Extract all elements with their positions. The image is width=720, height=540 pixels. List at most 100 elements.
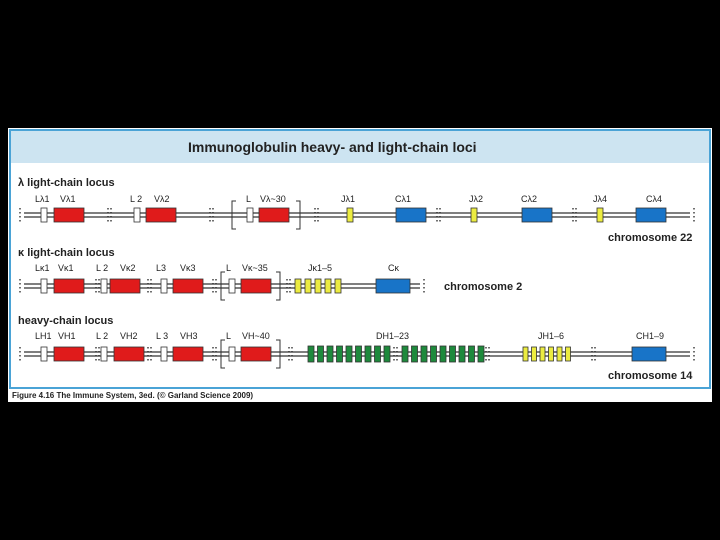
heavy-label-L: L [226, 331, 231, 341]
figure-panel: Immunoglobulin heavy- and light-chain lo… [8, 128, 712, 402]
kappa-V3-segment [172, 278, 204, 294]
heavy-label-V2: VH2 [120, 331, 138, 341]
lambda-L30-segment [246, 207, 254, 223]
heavy-D-segment-b2 [411, 345, 418, 363]
lambda-chromosome-label: chromosome 22 [608, 232, 692, 244]
heavy-label-J1-6: JH1–6 [538, 331, 564, 341]
heavy-L3-segment [160, 346, 168, 362]
lambda-bracket-left [231, 200, 236, 230]
kappa-label-V1: Vκ1 [58, 263, 74, 273]
heavy-locus-label: heavy-chain locus [18, 315, 113, 327]
lambda-label-C2: Cλ2 [521, 194, 537, 204]
heavy-D-segment-a9 [383, 345, 391, 363]
lambda-locus-label: λ light-chain locus [18, 177, 115, 189]
kappa-J5-segment [334, 278, 342, 294]
lambda-label-C4: Cλ4 [646, 194, 662, 204]
lambda-label-J4: Jλ4 [593, 194, 607, 204]
heavy-V3-segment [172, 346, 204, 362]
heavy-D-segment-b1 [401, 345, 409, 363]
kappa-label-J1-5: Jκ1–5 [308, 263, 332, 273]
kappa-J2-segment [304, 278, 312, 294]
lambda-C1-segment [395, 207, 427, 223]
heavy-label-L2: L 2 [96, 331, 108, 341]
kappa-label-C: Cκ [388, 263, 399, 273]
kappa-L3-segment [160, 278, 168, 294]
lambda-J2-segment [470, 207, 478, 223]
heavy-label-V3: VH3 [180, 331, 198, 341]
heavy-D-segment-a5 [345, 345, 353, 363]
kappa-label-L3: L3 [156, 263, 166, 273]
lambda-V2-segment [145, 207, 177, 223]
heavy-L1-segment [40, 346, 48, 362]
lambda-label-V2: Vλ2 [154, 194, 170, 204]
kappa-label-V2: Vκ2 [120, 263, 136, 273]
heavy-label-V1: VH1 [58, 331, 76, 341]
heavy-J4-segment [548, 346, 554, 362]
kappa-V2-segment [109, 278, 141, 294]
heavy-V40-segment [240, 346, 272, 362]
lambda-L1-segment [40, 207, 48, 223]
title-band [11, 131, 709, 163]
kappa-bracket-right [276, 271, 281, 301]
heavy-V2-segment [113, 346, 145, 362]
kappa-label-V3: Vκ3 [180, 263, 196, 273]
lambda-C2-segment [521, 207, 553, 223]
lambda-V1-segment [53, 207, 85, 223]
heavy-D-segment-b4 [430, 345, 437, 363]
heavy-L40-segment [228, 346, 236, 362]
heavy-D-segment-b6 [449, 345, 456, 363]
kappa-chromosome-label: chromosome 2 [444, 281, 522, 293]
figure-caption: Figure 4.16 The Immune System, 3ed. (© G… [12, 391, 253, 400]
kappa-J4-segment [324, 278, 332, 294]
lambda-label-V30: Vλ~30 [260, 194, 286, 204]
heavy-bracket-left [220, 339, 225, 369]
heavy-D-segment-a4 [336, 345, 343, 363]
lambda-L2-segment [133, 207, 141, 223]
figure-title: Immunoglobulin heavy- and light-chain lo… [188, 139, 477, 155]
heavy-J5-segment [556, 346, 563, 362]
heavy-V1-segment [53, 346, 85, 362]
kappa-label-L: L [226, 263, 231, 273]
lambda-J1-segment [346, 207, 354, 223]
kappa-L2-segment [100, 278, 108, 294]
kappa-V35-segment [240, 278, 272, 294]
lambda-bracket-right [296, 200, 301, 230]
heavy-label-V40: VH~40 [242, 331, 270, 341]
heavy-J2-segment [531, 346, 537, 362]
lambda-label-L2: L 2 [130, 194, 142, 204]
lambda-J4-segment [596, 207, 604, 223]
heavy-D-segment-b9 [477, 345, 485, 363]
heavy-D-segment-a6 [355, 345, 362, 363]
heavy-D-segment-b8 [468, 345, 475, 363]
heavy-D-segment-b5 [439, 345, 447, 363]
heavy-D-segment-a2 [317, 345, 324, 363]
heavy-D-segment-a1 [307, 345, 315, 363]
loci-diagram: Immunoglobulin heavy- and light-chain lo… [9, 129, 711, 400]
lambda-label-J1: Jλ1 [341, 194, 355, 204]
heavy-J3-segment [539, 346, 546, 362]
heavy-C-segment [631, 346, 667, 362]
heavy-chromosome-label: chromosome 14 [608, 370, 693, 382]
heavy-label-D1-23: DH1–23 [376, 331, 409, 341]
heavy-D-segment-b7 [458, 345, 466, 363]
figure-border [9, 129, 711, 389]
heavy-D-segment-a3 [326, 345, 334, 363]
heavy-bracket-right [276, 339, 281, 369]
lambda-label-L: L [246, 194, 251, 204]
heavy-D-segment-a7 [364, 345, 372, 363]
heavy-L2-segment [100, 346, 108, 362]
heavy-label-C1-9: CH1–9 [636, 331, 664, 341]
kappa-L35-segment [228, 278, 236, 294]
kappa-label-L2: L 2 [96, 263, 108, 273]
heavy-D-segment-b3 [420, 345, 428, 363]
heavy-label-L1: LH1 [35, 331, 52, 341]
kappa-J3-segment [314, 278, 322, 294]
kappa-J1-segment [294, 278, 302, 294]
lambda-label-L1: Lλ1 [35, 194, 50, 204]
kappa-locus-label: κ light-chain locus [18, 247, 115, 259]
heavy-label-L3: L 3 [156, 331, 168, 341]
kappa-C-segment [375, 278, 411, 294]
kappa-bracket-left [220, 271, 225, 301]
lambda-label-C1: Cλ1 [395, 194, 411, 204]
